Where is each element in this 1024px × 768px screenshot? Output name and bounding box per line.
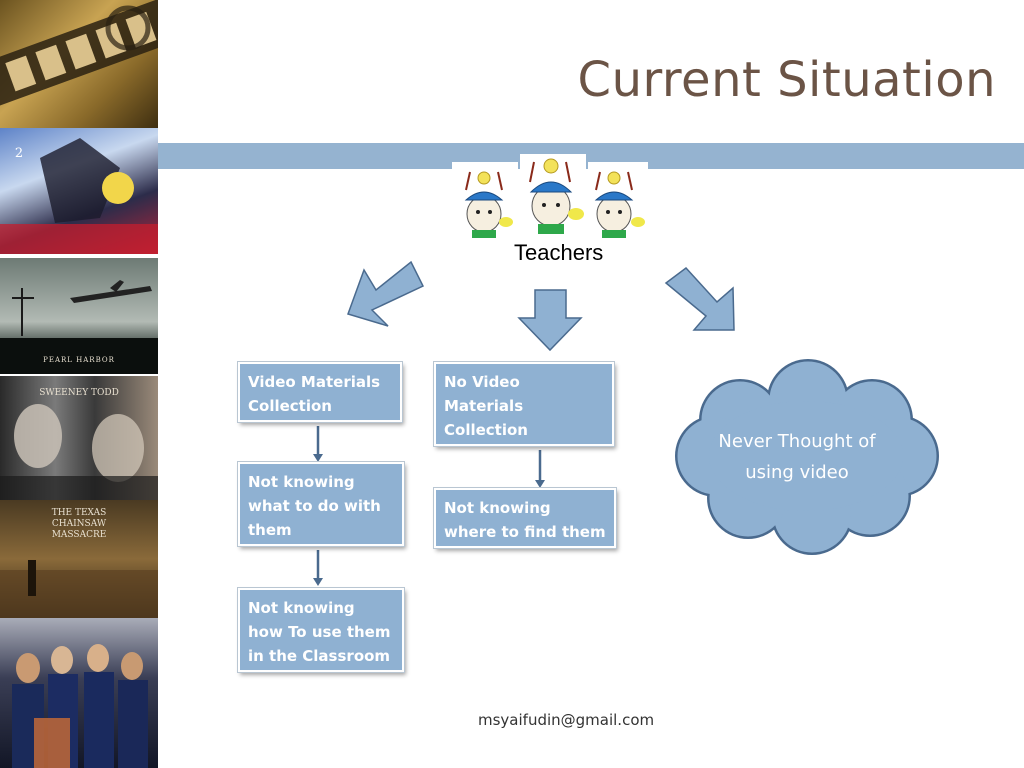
anime-poster: 2 xyxy=(0,128,158,254)
title-underline-band xyxy=(158,143,1024,169)
connector-left-1 xyxy=(313,426,323,462)
teacher-icon-right xyxy=(594,171,645,238)
film-reel-poster xyxy=(0,0,158,128)
fantastic-four-graphic xyxy=(12,644,148,768)
box-not-knowing-how-to-use: Not knowing how To use them in the Class… xyxy=(237,587,405,673)
texas-chainsaw-poster: THE TEXAS CHAINSAW MASSACRE xyxy=(0,500,158,618)
box-no-video-materials-collection: No Video Materials Collection xyxy=(433,361,615,447)
slide-title: Current Situation xyxy=(577,52,996,108)
box-not-knowing-where-to-find: Not knowing where to find them xyxy=(433,487,617,549)
texas-chainsaw-caption: THE TEXAS CHAINSAW MASSACRE xyxy=(51,508,107,540)
pearl-harbor-graphic xyxy=(0,280,158,374)
connector-middle xyxy=(535,450,545,488)
box-video-materials-collection: Video Materials Collection xyxy=(237,361,403,423)
arrow-down-center xyxy=(517,289,583,352)
teacher-icon-left xyxy=(464,171,513,238)
sweeney-todd-graphic xyxy=(0,404,158,500)
footer-email: msyaifudin@gmail.com xyxy=(478,711,655,729)
film-reel-graphic xyxy=(0,0,158,106)
connector-left-2 xyxy=(313,550,323,586)
cloud-text: Never Thought of using video xyxy=(718,431,876,483)
fantastic-four-poster xyxy=(0,618,158,768)
anime-poster-graphic xyxy=(0,138,158,254)
arrow-down-right xyxy=(664,266,735,331)
sweeney-todd-caption: SWEENEY TODD xyxy=(39,388,119,398)
texas-chainsaw-graphic xyxy=(0,560,158,618)
sweeney-todd-poster: SWEENEY TODD xyxy=(0,376,158,500)
arrow-down-left xyxy=(347,260,425,327)
pearl-harbor-poster: PEARL HARBOR xyxy=(0,258,158,374)
pearl-harbor-caption: PEARL HARBOR xyxy=(43,356,115,364)
teachers-label: Teachers xyxy=(514,240,604,265)
anime-poster-caption: 2 xyxy=(14,146,24,161)
box-not-knowing-what-to-do: Not knowing what to do with them xyxy=(237,461,405,547)
movie-poster-filmstrip: 2 PEARL HARBOR SWEENEY TODD THE TEXAS CH… xyxy=(0,0,158,768)
teacher-icon-center xyxy=(529,158,584,234)
